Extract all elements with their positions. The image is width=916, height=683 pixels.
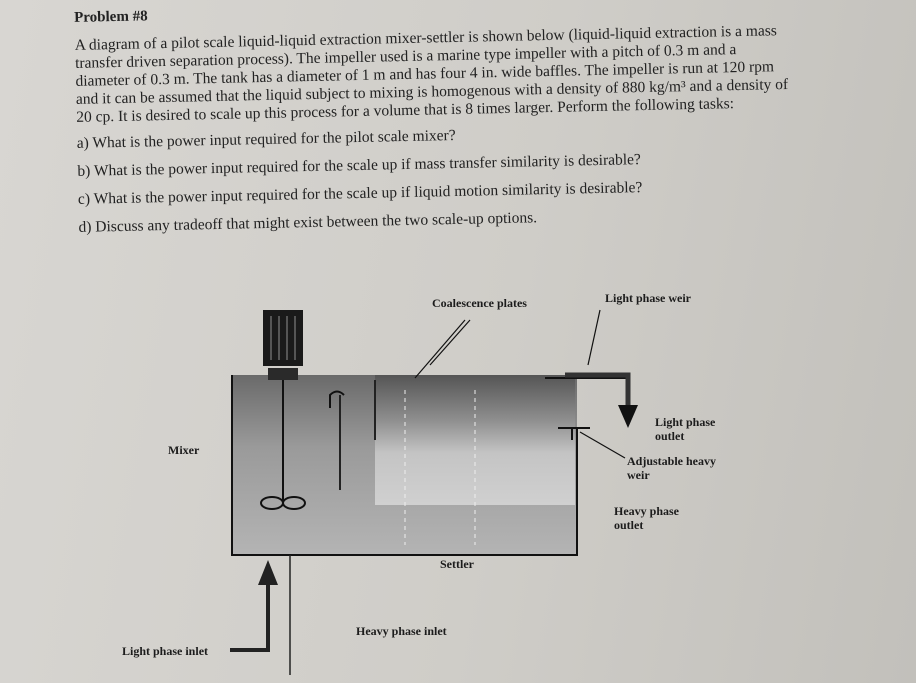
- label-heavy-phase-inlet: Heavy phase inlet: [356, 624, 447, 638]
- label-mixer: Mixer: [168, 443, 200, 457]
- motor-coupling: [268, 368, 298, 380]
- label-adjustable-heavy-weir-1: Adjustable heavy: [627, 454, 717, 468]
- tank: [231, 375, 578, 556]
- coalescence-pointer: [429, 319, 471, 366]
- label-coalescence-plates: Coalescence plates: [432, 296, 527, 310]
- label-light-phase-outlet-1: Light phase: [655, 415, 716, 429]
- adjustable-weir-pointer: [579, 431, 626, 459]
- tank-outline: [231, 375, 578, 556]
- motor: [263, 310, 303, 505]
- coalescence-pointer: [414, 319, 466, 379]
- light-phase-inlet-pipe: [230, 560, 278, 652]
- impeller: [260, 496, 306, 510]
- label-light-phase-inlet: Light phase inlet: [122, 644, 209, 658]
- label-light-phase-weir: Light phase weir: [605, 291, 692, 305]
- label-settler: Settler: [440, 557, 474, 571]
- label-adjustable-heavy-weir-2: weir: [627, 468, 650, 482]
- motor-body: [263, 310, 303, 366]
- adjustable-heavy-weir: [571, 427, 590, 440]
- light-weir-pointer: [587, 309, 601, 366]
- label-heavy-phase-outlet-2: outlet: [614, 518, 644, 532]
- overflow-pipe: [329, 390, 345, 408]
- label-light-phase-outlet-2: outlet: [655, 429, 685, 443]
- light-phase-weir-outlet: [545, 372, 638, 428]
- label-heavy-phase-outlet-1: Heavy phase: [614, 504, 680, 518]
